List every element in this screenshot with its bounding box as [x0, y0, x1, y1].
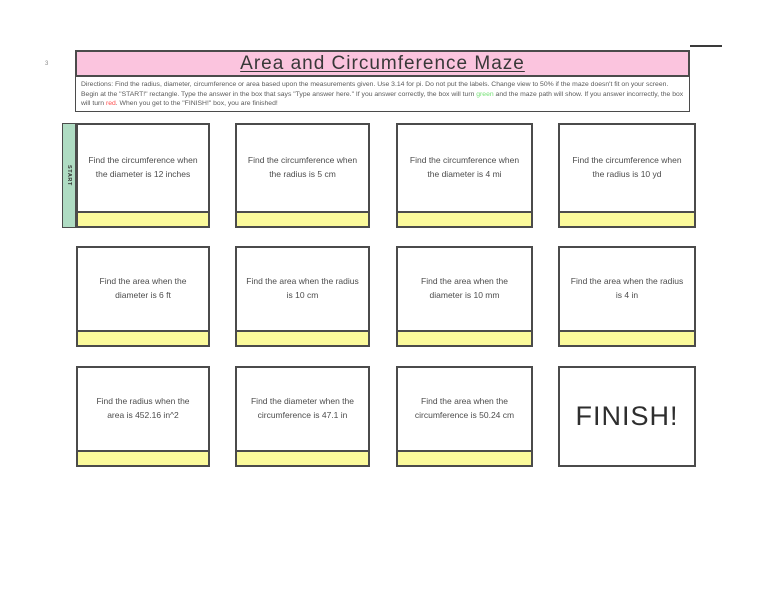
answer-input[interactable]: [237, 330, 368, 345]
answer-input[interactable]: [398, 211, 531, 226]
answer-input[interactable]: [78, 211, 208, 226]
question-card: Find the circumference when the diameter…: [76, 123, 210, 228]
question-text: Find the circumference when the diameter…: [409, 155, 520, 179]
directions-red-word: red: [105, 100, 116, 108]
start-tab-label: START: [66, 165, 72, 186]
question-text: Find the circumference when the radius i…: [572, 155, 682, 179]
question-card: Find the area when the radius is 10 cm: [235, 246, 370, 347]
question-card: Find the area when the circumference is …: [396, 366, 533, 467]
question-text: Find the circumference when the radius i…: [247, 155, 358, 179]
question-text: Find the area when the diameter is 10 mm: [421, 276, 508, 300]
answer-input[interactable]: [560, 330, 694, 345]
finish-card: FINISH!: [558, 366, 696, 467]
top-right-rule: [690, 45, 722, 47]
directions-green-word: green: [476, 90, 494, 98]
question-card: Find the area when the diameter is 10 mm: [396, 246, 533, 347]
question-text: Find the radius when the area is 452.16 …: [96, 396, 190, 420]
question-card: Find the circumference when the diameter…: [396, 123, 533, 228]
worksheet-header: Area and Circumference Maze: [75, 50, 690, 77]
answer-input[interactable]: [398, 330, 531, 345]
directions-text: Directions: Find the radius, diameter, c…: [75, 77, 690, 112]
worksheet-title: Area and Circumference Maze: [240, 52, 525, 74]
start-tab: START: [62, 123, 76, 228]
question-text: Find the diameter when the circumference…: [250, 396, 354, 420]
question-card: Find the circumference when the radius i…: [558, 123, 696, 228]
question-card: Find the circumference when the radius i…: [235, 123, 370, 228]
answer-input[interactable]: [398, 450, 531, 465]
directions-part3: . When you get to the "FINISH!" box, you…: [115, 100, 278, 108]
directions-part1: Directions: Find the radius, diameter, c…: [81, 81, 669, 98]
answer-input[interactable]: [237, 211, 368, 226]
answer-input[interactable]: [560, 211, 694, 226]
question-card: Find the area when the radius is 4 in: [558, 246, 696, 347]
question-card: Find the area when the diameter is 6 ft: [76, 246, 210, 347]
question-text: Find the circumference when the diameter…: [88, 155, 198, 179]
answer-input[interactable]: [78, 330, 208, 345]
answer-input[interactable]: [78, 450, 208, 465]
question-text: Find the area when the diameter is 6 ft: [99, 276, 187, 300]
answer-input[interactable]: [237, 450, 368, 465]
finish-label: FINISH!: [575, 401, 679, 431]
page-number: 3: [45, 61, 49, 67]
question-text: Find the area when the radius is 4 in: [570, 276, 684, 300]
question-text: Find the area when the radius is 10 cm: [246, 276, 359, 300]
question-text: Find the area when the circumference is …: [414, 396, 515, 420]
question-card: Find the radius when the area is 452.16 …: [76, 366, 210, 467]
question-card: Find the diameter when the circumference…: [235, 366, 370, 467]
directions-part2: and the maze path will show. If you answ…: [81, 90, 684, 108]
